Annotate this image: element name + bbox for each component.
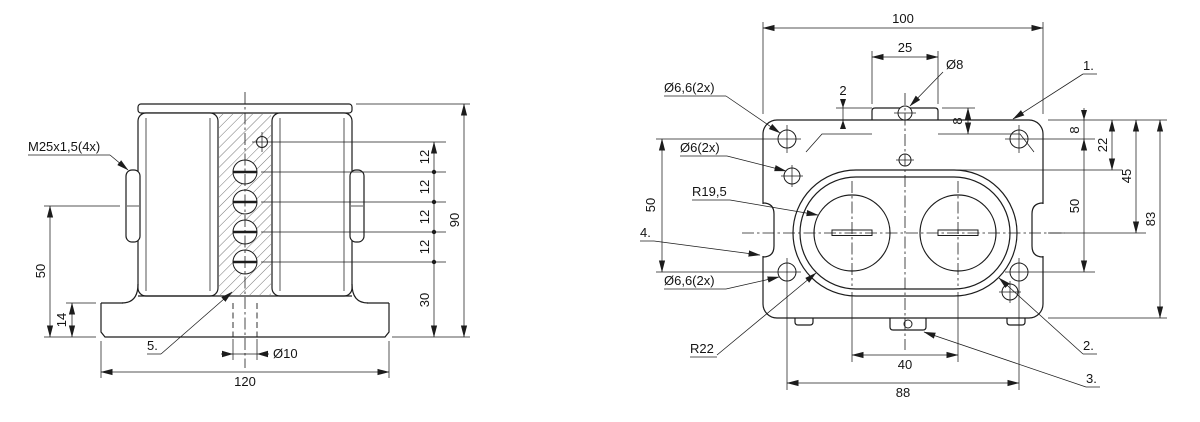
front-view: 50 14 M25x1,5(4x) 12 12 12 bbox=[28, 92, 470, 389]
label-base-hole: Ø10 bbox=[273, 346, 298, 361]
bottom-tab-left bbox=[794, 318, 814, 326]
dim-overall-height: 83 bbox=[1143, 212, 1158, 226]
label-bore-radius: R19,5 bbox=[692, 184, 727, 199]
dim-edge-to-pocket: 22 bbox=[1095, 138, 1110, 152]
right-drum bbox=[271, 112, 353, 297]
dim-tab-height: 8 bbox=[950, 117, 965, 124]
dim-edge-to-hole: 8 bbox=[1067, 126, 1082, 133]
bottom-tab-hole bbox=[903, 319, 913, 329]
top-view-dimensions: 100 25 Ø8 2 8 bbox=[643, 11, 1167, 400]
right-edge-notch bbox=[1031, 202, 1044, 258]
dim-holes-pitch-h: 88 bbox=[896, 385, 910, 400]
dim-left-height: 50 bbox=[33, 264, 48, 278]
label-corner-holes-bottom: Ø6,6(2x) bbox=[664, 273, 715, 288]
bottom-tab-right bbox=[1006, 318, 1026, 326]
dim-bore-pitch: 40 bbox=[898, 357, 912, 372]
label-item-1: 1. bbox=[1083, 58, 1094, 73]
dim-holes-pitch-right: 50 bbox=[1067, 199, 1082, 213]
label-corner-holes-top: Ø6,6(2x) bbox=[664, 80, 715, 95]
label-item-2: 2. bbox=[1083, 338, 1094, 353]
dim-tab-step: 2 bbox=[839, 83, 846, 98]
label-gland-thread: M25x1,5(4x) bbox=[28, 139, 100, 154]
dim-pitch-2: 12 bbox=[417, 180, 432, 194]
top-view-labels: Ø6,6(2x) Ø6(2x) R19,5 Ø6,6(2x) R22 4. 1.… bbox=[640, 58, 1100, 388]
dim-pitch-4: 12 bbox=[417, 240, 432, 254]
label-top-hole: Ø8 bbox=[946, 57, 963, 72]
flange-outline bbox=[762, 119, 1044, 319]
left-edge-notch bbox=[762, 202, 775, 258]
top-view-flange bbox=[760, 105, 1046, 331]
dim-tab-width: 25 bbox=[898, 40, 912, 55]
base-plate bbox=[100, 303, 390, 338]
dim-pitch-1: 12 bbox=[417, 150, 432, 164]
label-pocket-radius: R22 bbox=[690, 341, 714, 356]
label-item-4: 4. bbox=[640, 225, 651, 240]
label-item-5: 5. bbox=[147, 338, 158, 353]
dim-holes-pitch-left: 50 bbox=[643, 198, 658, 212]
dim-bottom-offset: 30 bbox=[417, 293, 432, 307]
boss-edge-left bbox=[805, 133, 872, 153]
bottom-tab-center bbox=[889, 318, 927, 331]
dim-base-width: 120 bbox=[234, 374, 256, 389]
dim-edge-to-axis: 45 bbox=[1119, 169, 1134, 183]
dim-base-height: 14 bbox=[54, 313, 69, 327]
label-side-holes: Ø6(2x) bbox=[680, 140, 720, 155]
dim-pitch-3: 12 bbox=[417, 210, 432, 224]
top-view-centerlines bbox=[742, 93, 1065, 350]
dim-overall-width: 100 bbox=[892, 11, 914, 26]
dim-total-height: 90 bbox=[447, 213, 462, 227]
front-view-base bbox=[100, 302, 390, 338]
front-view-dimensions: 50 14 M25x1,5(4x) 12 12 12 bbox=[28, 103, 470, 389]
front-view-body bbox=[121, 103, 369, 304]
top-view: 100 25 Ø8 2 8 bbox=[640, 11, 1167, 400]
label-item-3: 3. bbox=[1086, 371, 1097, 386]
left-drum bbox=[137, 112, 219, 297]
